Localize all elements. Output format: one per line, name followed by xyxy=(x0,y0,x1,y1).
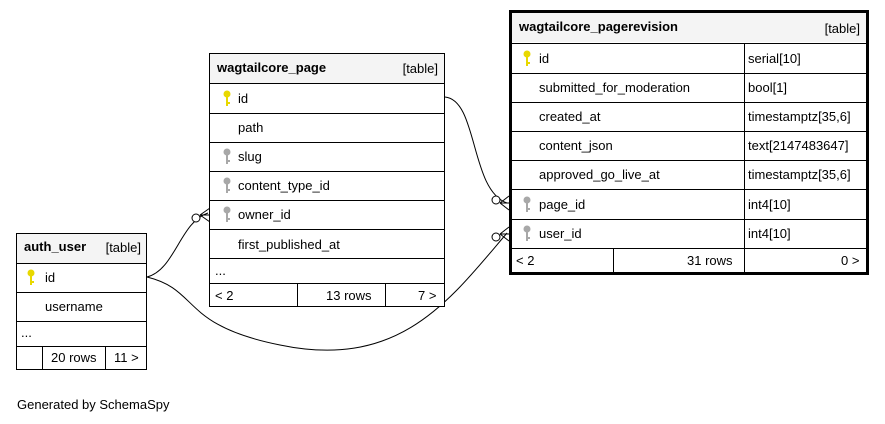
column-row-slug[interactable]: slug xyxy=(210,142,444,171)
generated-by-footer: Generated by SchemaSpy xyxy=(17,397,170,412)
link-user-to-page xyxy=(146,212,209,278)
primary-key-icon xyxy=(223,90,231,106)
link-page-to-revision-crowfoot xyxy=(499,195,510,211)
column-name: approved_go_live_at xyxy=(539,167,660,182)
primary-key-icon xyxy=(523,50,531,66)
row-count: 20 rows xyxy=(51,350,97,365)
column-row-id[interactable]: id xyxy=(17,263,146,292)
column-name: id xyxy=(539,51,550,66)
link-user-to-revision-crowfoot xyxy=(499,226,510,242)
column-name: created_at xyxy=(539,109,601,124)
column-type: text[2147483647] xyxy=(748,138,849,153)
table-auth-user[interactable]: auth_user [table] id username ... 20 row… xyxy=(16,233,147,370)
column-row-page-id[interactable]: page_id int4[10] xyxy=(512,189,866,219)
column-name: username xyxy=(45,299,103,314)
table-wagtailcore-pagerevision[interactable]: wagtailcore_pagerevision [table] id seri… xyxy=(509,10,869,275)
column-type: serial[10] xyxy=(748,51,801,66)
table-name: auth_user xyxy=(24,239,87,254)
column-name: path xyxy=(238,120,264,135)
column-name: content_type_id xyxy=(238,178,330,193)
more-columns-ellipsis: ... xyxy=(215,263,226,278)
column-name: id xyxy=(238,91,249,106)
column-row-owner-id[interactable]: owner_id xyxy=(210,200,444,229)
column-row-content-json[interactable]: content_json text[2147483647] xyxy=(512,131,866,160)
column-row-created-at[interactable]: created_at timestamptz[35,6] xyxy=(512,102,866,131)
table-header: auth_user [table] xyxy=(17,234,146,263)
primary-key-icon xyxy=(27,269,35,285)
more-columns-row: ... xyxy=(17,321,146,346)
parents-count[interactable]: < 2 xyxy=(215,288,234,303)
column-row-content-type-id[interactable]: content_type_id xyxy=(210,171,444,200)
column-name: page_id xyxy=(539,197,586,212)
table-type-tag: [table] xyxy=(105,240,141,255)
column-row-id[interactable]: id xyxy=(210,83,444,113)
column-row-user-id[interactable]: user_id int4[10] xyxy=(512,219,866,248)
children-count[interactable]: 7 > xyxy=(418,288,437,303)
table-name: wagtailcore_pagerevision xyxy=(519,19,678,34)
table-type-tag: [table] xyxy=(824,21,860,36)
column-name: submitted_for_moderation xyxy=(539,80,691,95)
column-type: int4[10] xyxy=(748,197,791,212)
column-name: id xyxy=(45,270,56,285)
parents-count[interactable]: < 2 xyxy=(516,253,535,268)
column-type: timestamptz[35,6] xyxy=(748,167,851,182)
table-wagtailcore-page[interactable]: wagtailcore_page [table] id path slug co… xyxy=(209,53,445,307)
link-user-to-page-optional-circle xyxy=(191,213,201,223)
link-page-to-revision xyxy=(444,96,508,204)
column-name: content_json xyxy=(539,138,613,153)
link-user-to-page-crowfoot xyxy=(199,207,211,223)
index-key-icon xyxy=(223,148,231,164)
link-user-to-revision xyxy=(146,232,508,351)
link-user-to-revision-optional-circle xyxy=(491,232,501,242)
row-count: 13 rows xyxy=(326,288,372,303)
link-page-to-revision-optional-circle xyxy=(491,195,501,205)
index-key-icon xyxy=(523,196,531,212)
column-name: first_published_at xyxy=(238,237,340,252)
index-key-icon xyxy=(523,225,531,241)
column-name: user_id xyxy=(539,226,582,241)
index-key-icon xyxy=(223,177,231,193)
table-header: wagtailcore_pagerevision [table] xyxy=(512,13,866,42)
column-name: slug xyxy=(238,149,262,164)
column-row-submitted-for-moderation[interactable]: submitted_for_moderation bool[1] xyxy=(512,73,866,102)
column-type: int4[10] xyxy=(748,226,791,241)
table-footer: 20 rows 11 > xyxy=(17,346,146,369)
row-count: 31 rows xyxy=(687,253,733,268)
column-name: owner_id xyxy=(238,207,291,222)
table-name: wagtailcore_page xyxy=(217,60,327,75)
children-count[interactable]: 0 > xyxy=(841,253,860,268)
column-type: timestamptz[35,6] xyxy=(748,109,851,124)
table-footer: < 2 31 rows 0 > xyxy=(512,248,866,272)
column-row-first-published-at[interactable]: first_published_at xyxy=(210,229,444,258)
index-key-icon xyxy=(223,206,231,222)
more-columns-ellipsis: ... xyxy=(21,325,32,340)
column-row-id[interactable]: id serial[10] xyxy=(512,43,866,73)
column-row-username[interactable]: username xyxy=(17,292,146,321)
table-footer: < 2 13 rows 7 > xyxy=(210,283,444,306)
more-columns-row: ... xyxy=(210,258,444,283)
column-row-path[interactable]: path xyxy=(210,113,444,142)
column-row-approved-go-live-at[interactable]: approved_go_live_at timestamptz[35,6] xyxy=(512,160,866,189)
column-type: bool[1] xyxy=(748,80,788,95)
table-type-tag: [table] xyxy=(402,61,438,76)
table-header: wagtailcore_page [table] xyxy=(210,54,444,83)
children-count[interactable]: 11 > xyxy=(114,350,139,365)
